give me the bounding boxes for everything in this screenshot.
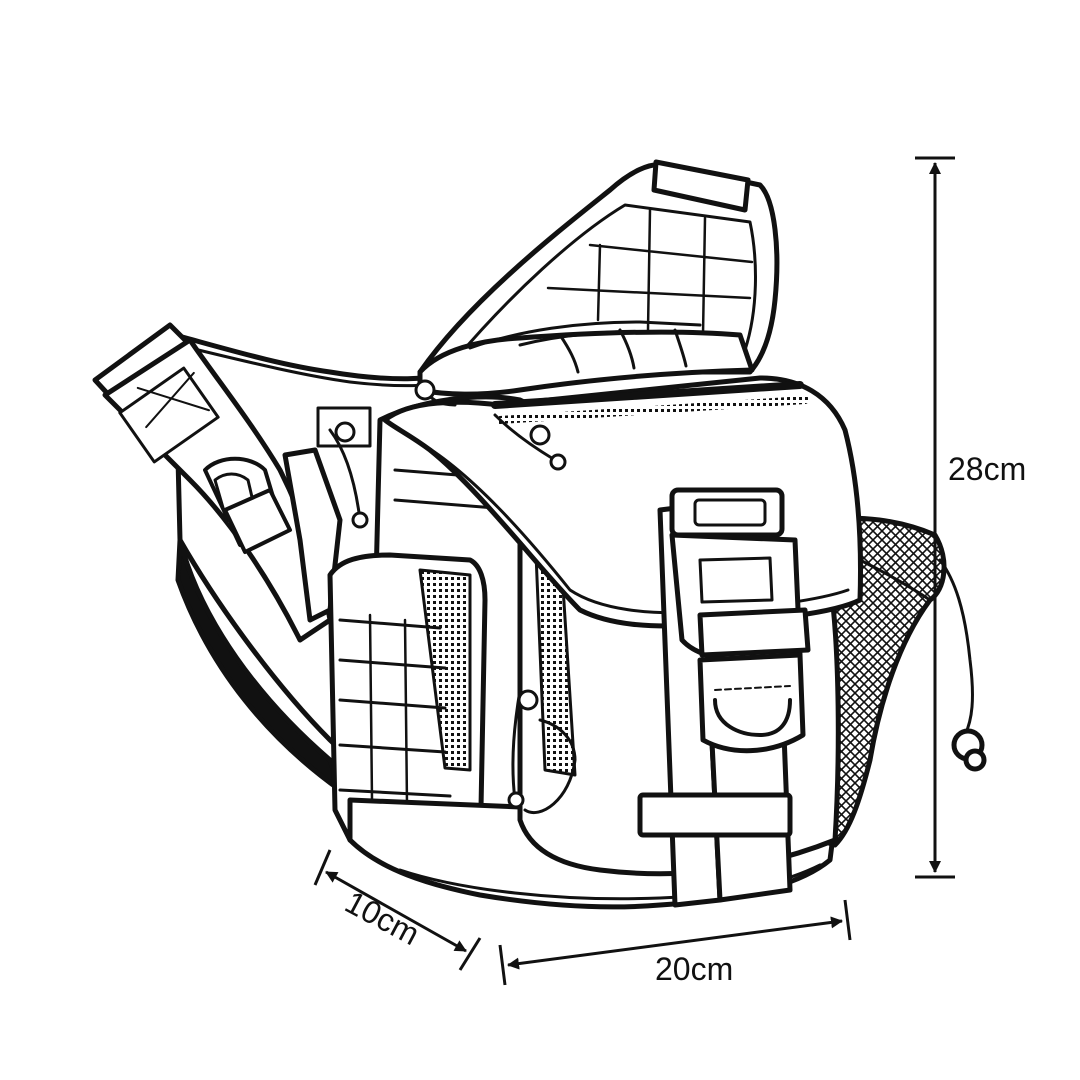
shoulder-bag-drawing: [92, 159, 987, 910]
width-label: 20cm: [655, 951, 733, 987]
depth-label: 10cm: [339, 884, 425, 953]
dimension-height: 28cm: [915, 156, 1026, 879]
dimension-width: 20cm: [498, 899, 852, 987]
dimension-arrow: [507, 916, 843, 970]
width-tick-right: [843, 899, 852, 941]
height-label: 28cm: [948, 451, 1026, 487]
depth-tick-left: [313, 849, 332, 886]
width-tick-left: [498, 944, 507, 986]
front-strap: [637, 487, 811, 908]
zipper-pulls: [328, 379, 567, 809]
depth-tick-right: [458, 937, 482, 971]
dimension-arrow: [325, 870, 467, 953]
shoulder-pad: [92, 322, 343, 643]
top-lid: [417, 320, 755, 397]
